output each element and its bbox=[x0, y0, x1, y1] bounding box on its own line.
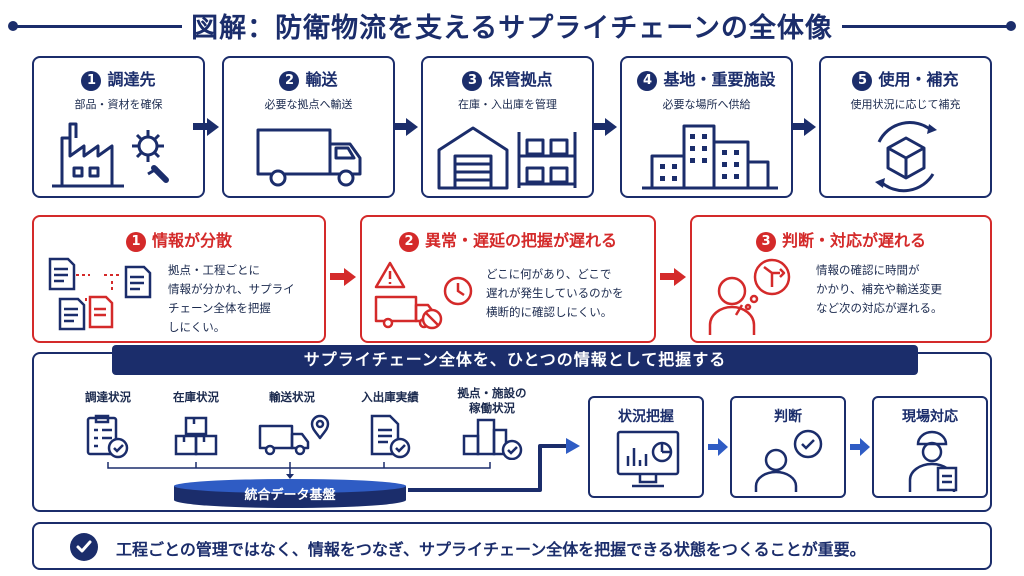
source-label: 輸送状況 bbox=[269, 390, 315, 404]
problem-text-line: しにくい。 bbox=[168, 320, 226, 334]
title-line-right bbox=[842, 25, 1012, 28]
step-number: 3 bbox=[462, 71, 483, 91]
stage-arrow-1 bbox=[708, 438, 728, 456]
worker-clipboard-icon bbox=[908, 430, 958, 492]
step-arrow-2 bbox=[406, 118, 418, 136]
problem-info-scattered: 1 情報が分散 拠点・工程ごとに 情報が分かれ、サプライ チェーン全体を把握 しに… bbox=[32, 215, 326, 343]
step-description: 部品・資材を確保 bbox=[74, 98, 163, 111]
source-label: 在庫状況 bbox=[173, 390, 219, 404]
step-label: 使用・補充 bbox=[878, 70, 959, 89]
step-transport: 2 輸送 必要な拠点へ輸送 bbox=[222, 56, 395, 198]
document-check-icon bbox=[370, 414, 411, 459]
thinking-person-icon bbox=[708, 258, 791, 335]
checklist-icon bbox=[86, 414, 129, 459]
problem-number: 1 bbox=[125, 232, 146, 252]
step-arrow-4-shaft bbox=[790, 123, 804, 130]
title-dot-right bbox=[1006, 21, 1016, 31]
step-procurement: 1 調達先 部品・資材を確保 bbox=[32, 56, 205, 198]
problem-number: 2 bbox=[398, 232, 419, 252]
title-row: 図解：防衛物流を支えるサプライチェーンの全体像 bbox=[0, 4, 1024, 44]
conclusion-text: 工程ごとの管理ではなく、情報をつなぎ、サプライチェーン全体を把握できる状態をつく… bbox=[116, 540, 866, 559]
problem-label: 異常・遅延の把握が遅れる bbox=[424, 231, 617, 250]
step-use-replenish: 5 使用・補充 使用状況に応じて補充 bbox=[819, 56, 992, 198]
stage-label: 現場対応 bbox=[902, 409, 958, 425]
problem-arrow-1 bbox=[344, 268, 356, 286]
problem-text-line: 情報が分かれ、サプライ bbox=[168, 282, 295, 296]
step-arrow-2-shaft bbox=[392, 123, 406, 130]
problem-label: 判断・対応が遅れる bbox=[781, 231, 926, 250]
factory-gear-icon bbox=[52, 122, 169, 188]
database-label: 統合データ基盤 bbox=[244, 488, 336, 503]
problem-text-line: チェーン全体を把握 bbox=[168, 301, 271, 315]
problem-number: 3 bbox=[755, 232, 776, 252]
step-number: 4 bbox=[637, 71, 658, 91]
problem-text-line: など次の対応が遅れる。 bbox=[816, 301, 943, 315]
step-arrow-1 bbox=[207, 118, 219, 136]
problem-text-line: かかり、補充や輸送変更 bbox=[816, 282, 943, 296]
warning-truck-clock-icon bbox=[374, 261, 473, 330]
database-to-stage-line bbox=[408, 438, 580, 492]
stage-field-response: 現場対応 bbox=[872, 396, 988, 498]
database-cylinder bbox=[174, 479, 406, 508]
problem-arrow-2-shaft bbox=[660, 273, 674, 280]
conclusion-box: 工程ごとの管理ではなく、情報をつなぎ、サプライチェーン全体を把握できる状態をつく… bbox=[32, 522, 992, 570]
truck-icon bbox=[256, 128, 362, 187]
person-check-icon bbox=[754, 429, 823, 492]
step-arrow-1-shaft bbox=[193, 123, 207, 130]
step-number: 1 bbox=[81, 71, 102, 91]
step-label: 基地・重要施設 bbox=[663, 70, 776, 89]
stage-label: 状況把握 bbox=[618, 409, 674, 425]
integration-banner: サプライチェーン全体を、ひとつの情報として把握する bbox=[112, 345, 918, 375]
step-description: 必要な場所へ供給 bbox=[662, 98, 751, 111]
step-description: 使用状況に応じて補充 bbox=[850, 98, 961, 111]
problem-decision-delay: 3 判断・対応が遅れる 情報の確認に時間が かかり、補充や輸送変更 など次の対応が… bbox=[690, 215, 992, 343]
step-arrow-4 bbox=[804, 118, 816, 136]
step-description: 必要な拠点へ輸送 bbox=[264, 98, 353, 111]
scattered-documents-icon bbox=[48, 257, 152, 331]
stage-judgment: 判断 bbox=[730, 396, 846, 498]
step-arrow-3 bbox=[605, 118, 617, 136]
stage-situation-awareness: 状況把握 bbox=[588, 396, 704, 498]
step-arrow-3-shaft bbox=[591, 123, 605, 130]
check-circle-icon bbox=[70, 533, 98, 561]
title-line-left bbox=[12, 25, 182, 28]
problem-text-line: 遅れが発生しているのかを bbox=[486, 286, 624, 300]
problem-text-line: 拠点・工程ごとに bbox=[168, 263, 260, 277]
step-label: 調達先 bbox=[107, 70, 156, 89]
problem-arrow-2 bbox=[674, 268, 686, 286]
boxes-icon bbox=[174, 416, 218, 456]
problem-text-line: 横断的に確認しにくい。 bbox=[486, 305, 613, 319]
step-label: 保管拠点 bbox=[488, 70, 553, 89]
step-description: 在庫・入出庫を管理 bbox=[458, 98, 557, 111]
step-number: 2 bbox=[279, 71, 300, 91]
problem-delay-detection: 2 異常・遅延の把握が遅れる どこに何があり、どこで 遅れが発生しているのかを 横… bbox=[360, 215, 656, 343]
step-base-facility: 4 基地・重要施設 必要な場所へ供給 bbox=[620, 56, 793, 198]
source-connector-lines bbox=[107, 462, 491, 479]
stage-label: 判断 bbox=[774, 409, 802, 425]
monitor-chart-icon bbox=[616, 430, 680, 488]
problem-text-line: 情報の確認に時間が bbox=[816, 263, 920, 277]
problem-text-line: どこに何があり、どこで bbox=[486, 267, 612, 281]
step-number: 5 bbox=[852, 71, 873, 91]
source-label: 調達状況 bbox=[85, 390, 131, 404]
buildings-icon bbox=[642, 124, 778, 190]
source-label: 拠点・施設の 稼働状況 bbox=[457, 386, 527, 415]
problem-label: 情報が分散 bbox=[151, 231, 232, 250]
source-label: 入出庫実績 bbox=[361, 390, 419, 404]
stage-arrow-2 bbox=[850, 438, 870, 456]
page-title: 図解：防衛物流を支えるサプライチェーンの全体像 bbox=[191, 13, 833, 44]
truck-location-icon bbox=[258, 414, 330, 456]
facility-check-icon bbox=[462, 418, 523, 460]
step-label: 輸送 bbox=[305, 70, 338, 89]
warehouse-icon bbox=[437, 126, 577, 190]
box-cycle-icon bbox=[875, 121, 937, 193]
problem-arrow-1-shaft bbox=[330, 273, 344, 280]
step-storage: 3 保管拠点 在庫・入出庫を管理 bbox=[421, 56, 594, 198]
